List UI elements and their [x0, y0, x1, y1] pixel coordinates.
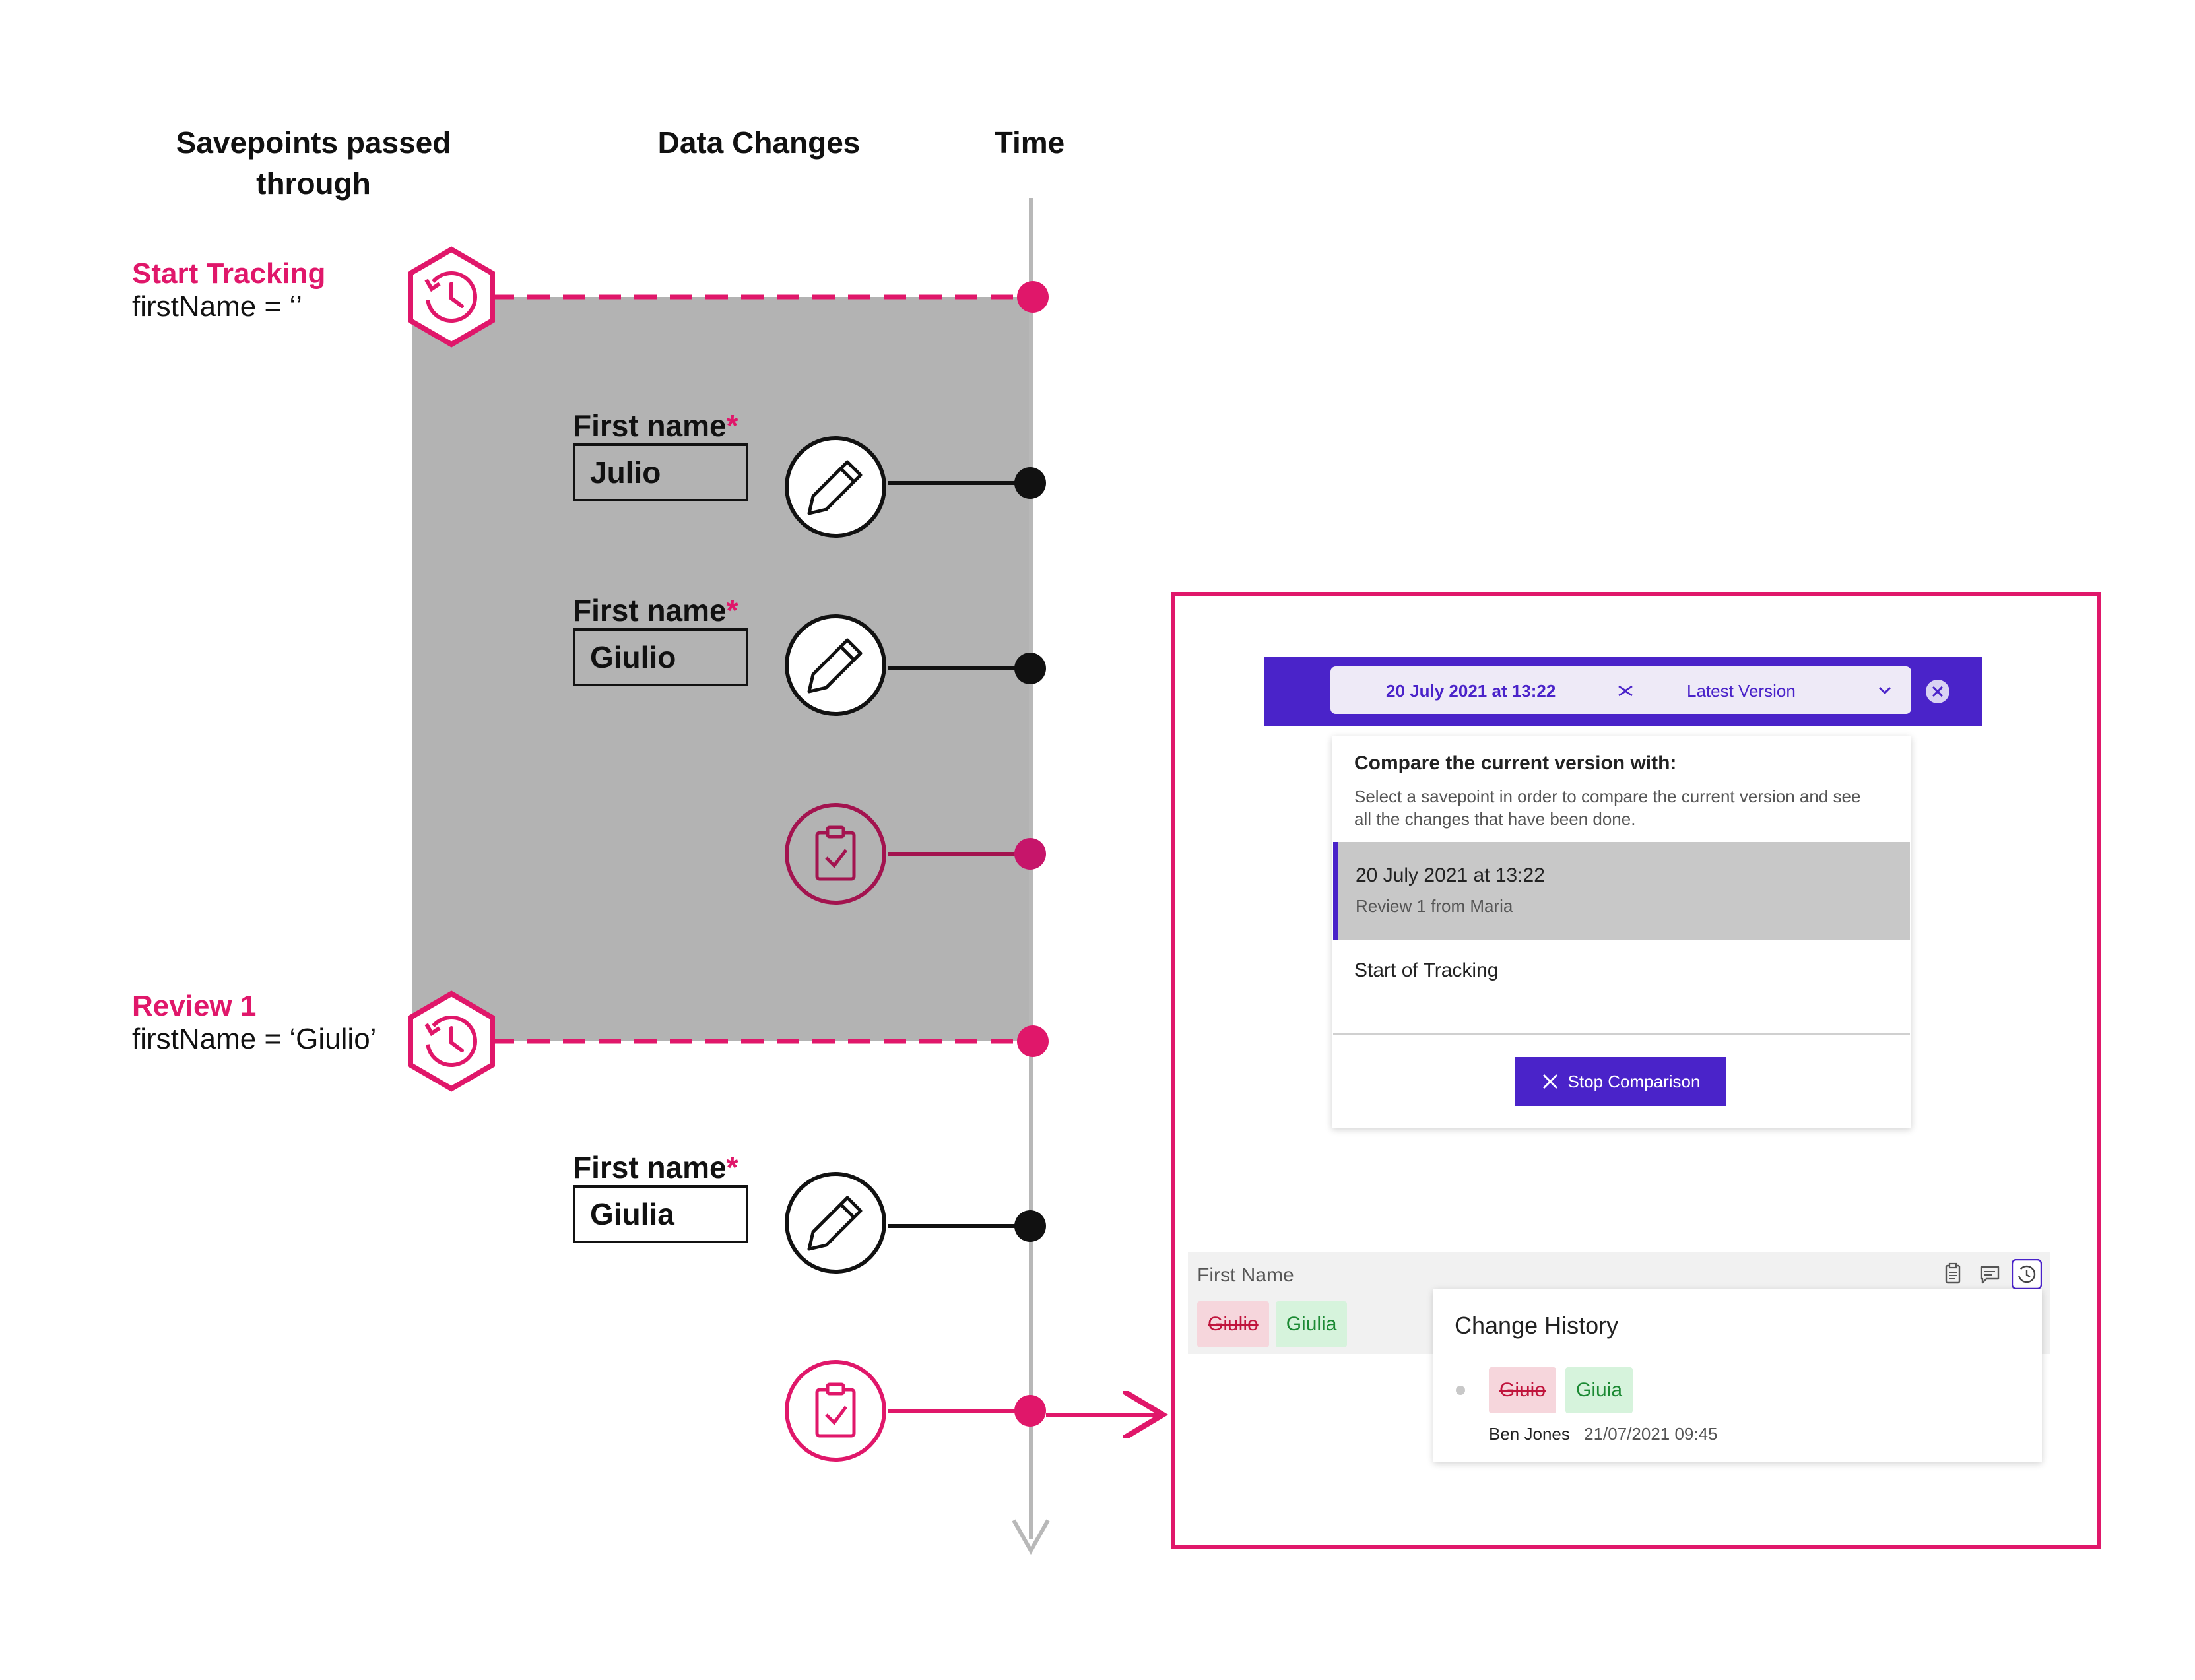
- change-field: First name* Giulia: [573, 1149, 748, 1243]
- history-values: Giuio Giuia: [1489, 1367, 1633, 1413]
- history-bullet: [1456, 1386, 1465, 1395]
- change-dot: [1014, 467, 1046, 499]
- from-version-label: 20 July 2021 at 13:22: [1386, 681, 1556, 701]
- savepoint-option[interactable]: Start of Tracking: [1333, 940, 1910, 1031]
- inserted-value: Giuia: [1565, 1367, 1633, 1413]
- change-history-title: Change History: [1455, 1312, 1619, 1339]
- compare-arrows-icon: [1618, 685, 1633, 697]
- field-label: First name: [573, 593, 727, 628]
- savepoint-review-1: Review 1 firstName = ‘Giulio’: [132, 990, 376, 1056]
- compare-heading: Compare the current version with:: [1354, 752, 1677, 774]
- field-row-label: First Name: [1197, 1264, 1294, 1286]
- pencil-icon: [785, 436, 886, 538]
- savepoint-dot-review: [1017, 1025, 1049, 1057]
- field-label: First name: [573, 408, 727, 443]
- savepoint-expression: firstName = ‘’: [132, 290, 302, 323]
- required-marker: *: [726, 593, 738, 628]
- time-column-header: Time: [994, 125, 1065, 160]
- savepoint-title: Start Tracking: [132, 257, 326, 290]
- option-subtitle: Review 1 from Maria: [1356, 896, 1513, 916]
- comment-icon[interactable]: [1975, 1259, 2005, 1289]
- review-dot: [1014, 838, 1046, 870]
- field-row-values: Giulio Giulia: [1197, 1301, 1348, 1347]
- history-hexagon-icon: [408, 246, 495, 348]
- history-icon[interactable]: [2012, 1259, 2042, 1289]
- savepoint-expression: firstName = ‘Giulio’: [132, 1023, 377, 1055]
- change-dot: [1014, 1210, 1046, 1242]
- required-marker: *: [726, 408, 738, 443]
- compare-description-line: all the changes that have been done.: [1354, 809, 1636, 829]
- option-title: Start of Tracking: [1354, 959, 1499, 981]
- change-history-popover: Change History Giuio Giuia Ben Jones 21/…: [1433, 1289, 2042, 1462]
- clipboard-icon[interactable]: [1938, 1259, 1968, 1289]
- close-comparison-icon[interactable]: [1924, 678, 1951, 705]
- stop-comparison-label: Stop Comparison: [1567, 1071, 1701, 1091]
- time-axis-arrowhead: [1012, 1519, 1050, 1555]
- field-value: Julio: [573, 443, 748, 501]
- data-changes-column-header: Data Changes: [657, 125, 861, 160]
- to-version-label: Latest Version: [1687, 681, 1796, 701]
- field-value: Giulio: [573, 628, 748, 686]
- savepoints-column-header: Savepoints passed through: [132, 122, 495, 204]
- field-label: First name: [573, 1150, 727, 1184]
- option-title: 20 July 2021 at 13:22: [1356, 864, 1545, 886]
- history-timestamp: 21/07/2021 09:45: [1584, 1424, 1718, 1444]
- compare-description: Select a savepoint in order to compare t…: [1354, 785, 1860, 830]
- pencil-icon: [785, 614, 886, 716]
- close-icon: [1542, 1074, 1557, 1089]
- compare-dropdown: Compare the current version with: Select…: [1332, 736, 1911, 1128]
- savepoint-dot-start: [1017, 281, 1049, 313]
- comparison-toolbar: 20 July 2021 at 13:22 Latest Version: [1264, 657, 1982, 726]
- chevron-down-icon: [1878, 686, 1891, 695]
- savepoint-title: Review 1: [132, 990, 257, 1022]
- change-field: First name* Julio: [573, 408, 748, 501]
- field-actions: [1938, 1259, 2042, 1289]
- clipboard-check-icon: [785, 803, 886, 905]
- dropdown-divider: [1333, 1033, 1910, 1035]
- example-panel-frame: [1171, 592, 2101, 1549]
- deleted-value: Giulio: [1197, 1301, 1269, 1347]
- review-dot: [1014, 1395, 1046, 1427]
- savepoints-header-line-2: through: [256, 166, 371, 201]
- savepoint-start-tracking: Start Tracking firstName = ‘’: [132, 257, 325, 323]
- field-value: Giulia: [573, 1185, 748, 1243]
- change-field: First name* Giulio: [573, 593, 748, 686]
- deleted-value: Giuio: [1489, 1367, 1557, 1413]
- version-selector[interactable]: 20 July 2021 at 13:22 Latest Version: [1330, 666, 1911, 714]
- history-author: Ben Jones: [1489, 1424, 1570, 1444]
- savepoint-option-selected[interactable]: 20 July 2021 at 13:22 Review 1 from Mari…: [1333, 842, 1910, 940]
- history-meta: Ben Jones 21/07/2021 09:45: [1489, 1424, 1718, 1444]
- stop-comparison-button[interactable]: Stop Comparison: [1515, 1057, 1726, 1106]
- inserted-value: Giulia: [1275, 1301, 1348, 1347]
- history-hexagon-icon: [408, 990, 495, 1092]
- required-marker: *: [726, 1150, 738, 1184]
- savepoints-header-line-1: Savepoints passed: [176, 125, 451, 160]
- change-dot: [1014, 653, 1046, 684]
- pencil-icon: [785, 1172, 886, 1274]
- compare-description-line: Select a savepoint in order to compare t…: [1354, 787, 1861, 806]
- clipboard-check-icon: [785, 1360, 886, 1462]
